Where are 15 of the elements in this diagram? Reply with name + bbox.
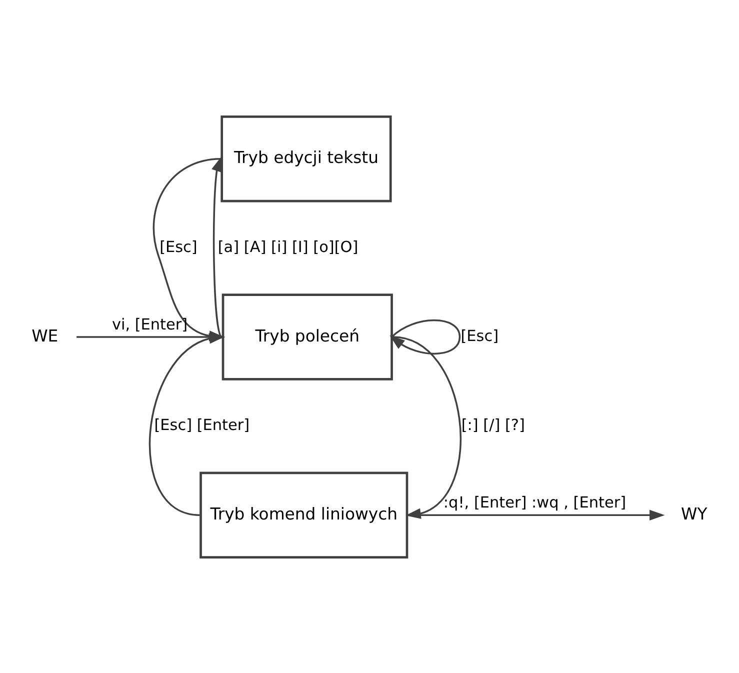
edge-label: [Esc] bbox=[460, 326, 499, 344]
edge-label: vi, [Enter] bbox=[112, 314, 188, 333]
node-box: Tryb komend liniowych bbox=[200, 471, 408, 558]
arrow bbox=[212, 156, 223, 338]
node-box: Tryb edycji tekstu bbox=[220, 115, 392, 202]
arrow bbox=[390, 318, 461, 354]
node-text: WE bbox=[32, 326, 58, 345]
node-box: Tryb poleceń bbox=[222, 293, 393, 380]
edge-label: [Esc] bbox=[160, 237, 198, 256]
edge-label: [:] [/] [?] bbox=[461, 416, 525, 434]
edge-label: [a] [A] [i] [I] [o][O] bbox=[218, 237, 358, 256]
node-text: WY bbox=[681, 504, 708, 523]
edge-label: [Esc] [Enter] bbox=[154, 416, 250, 434]
arrow bbox=[407, 509, 665, 520]
edge-label: :q!, [Enter] :wq , [Enter] bbox=[443, 492, 626, 511]
